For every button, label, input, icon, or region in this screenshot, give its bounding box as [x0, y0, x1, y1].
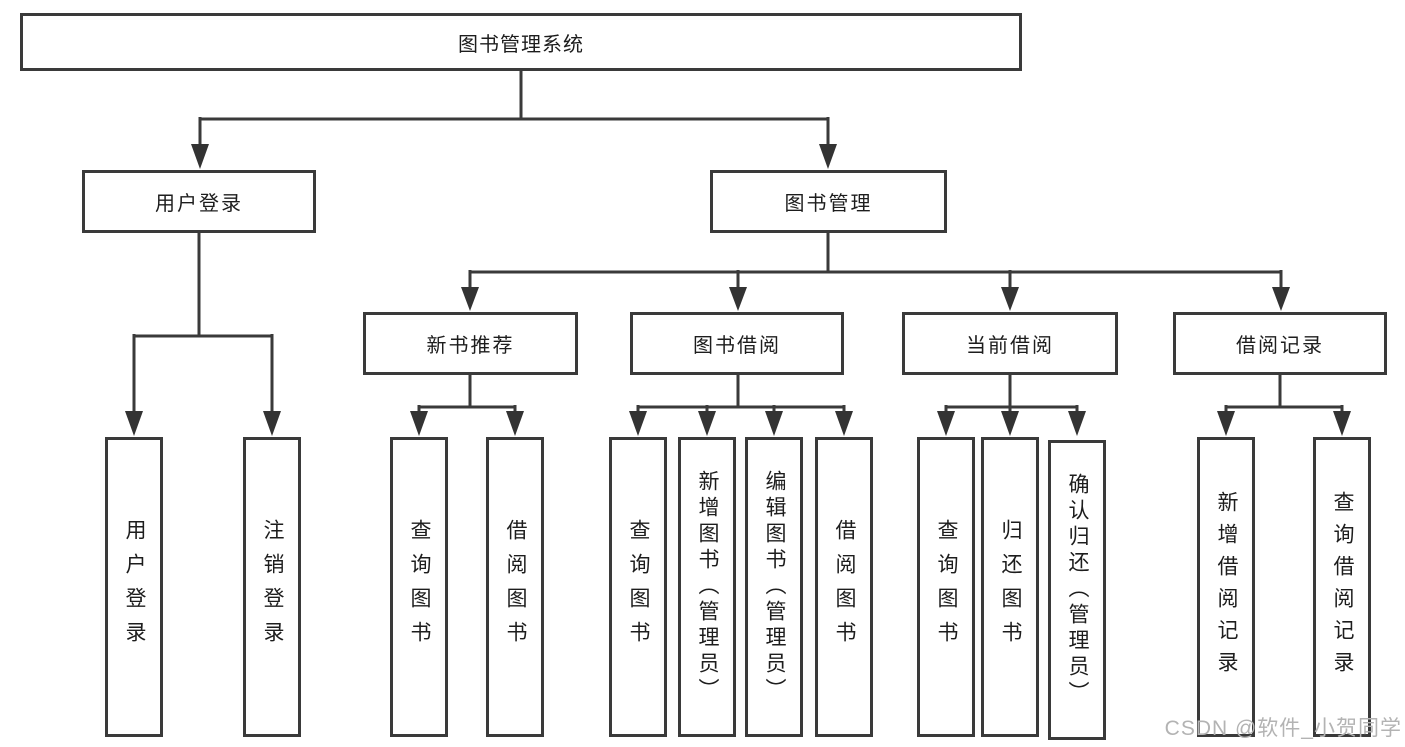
leaf-recommend-borrow-books: 借阅图书	[486, 437, 544, 737]
leaf-current-return-books-label: 归还图书	[999, 519, 1022, 655]
node-new-book-recommend-label: 新书推荐	[426, 335, 515, 357]
node-system-root: 图书管理系统	[20, 13, 1022, 71]
node-new-book-recommend: 新书推荐	[363, 312, 578, 375]
node-user-login: 用户登录	[82, 170, 316, 233]
node-book-management: 图书管理	[710, 170, 947, 233]
leaf-recommend-query-books: 查询图书	[390, 437, 448, 737]
connector-recommend-to-leaves	[410, 375, 524, 436]
leaf-records-query-record: 查询借阅记录	[1313, 437, 1371, 737]
leaf-recommend-query-books-label: 查询图书	[408, 519, 431, 655]
leaf-borrow-borrow-books: 借阅图书	[815, 437, 873, 737]
node-system-root-label: 图书管理系统	[458, 33, 584, 56]
leaf-user-login: 用户登录	[105, 437, 163, 737]
leaf-current-confirm-return-admin: 确认归还（管理员）	[1048, 440, 1106, 740]
connector-root-to-level2	[191, 70, 837, 169]
leaf-current-query-books: 查询图书	[917, 437, 975, 737]
node-current-borrow-label: 当前借阅	[966, 335, 1054, 357]
leaf-recommend-borrow-books-label: 借阅图书	[504, 519, 527, 655]
leaf-borrow-borrow-books-label: 借阅图书	[833, 519, 856, 655]
leaf-logout-login-label: 注销登录	[261, 519, 284, 655]
leaf-records-add-record: 新增借阅记录	[1197, 437, 1255, 737]
node-book-borrow: 图书借阅	[630, 312, 844, 375]
leaf-borrow-add-books-admin: 新增图书（管理员）	[678, 437, 736, 737]
node-book-management-label: 图书管理	[784, 193, 873, 215]
node-borrow-records: 借阅记录	[1173, 312, 1387, 375]
connector-user-login-to-leaves	[125, 232, 281, 436]
node-current-borrow: 当前借阅	[902, 312, 1118, 375]
connector-book-borrow-to-leaves	[629, 375, 853, 436]
leaf-records-add-record-label: 新增借阅记录	[1215, 491, 1238, 683]
leaf-borrow-edit-books-admin: 编辑图书（管理员）	[745, 437, 803, 737]
connector-current-borrow-to-leaves	[937, 375, 1086, 436]
node-borrow-records-label: 借阅记录	[1236, 335, 1324, 357]
leaf-borrow-query-books-label: 查询图书	[627, 519, 650, 655]
leaf-logout-login: 注销登录	[243, 437, 301, 737]
leaf-user-login-label: 用户登录	[123, 519, 146, 655]
leaf-current-confirm-return-admin-label: 确认归还（管理员）	[1066, 473, 1089, 707]
node-book-borrow-label: 图书借阅	[693, 335, 781, 357]
csdn-watermark: CSDN @软件_小贺同学	[1164, 717, 1402, 740]
leaf-records-query-record-label: 查询借阅记录	[1331, 491, 1354, 683]
node-user-login-label: 用户登录	[155, 193, 243, 215]
leaf-current-query-books-label: 查询图书	[935, 519, 958, 655]
connector-borrow-records-to-leaves	[1217, 375, 1351, 436]
connector-book-management-to-level3	[461, 233, 1290, 311]
leaf-borrow-add-books-admin-label: 新增图书（管理员）	[696, 470, 719, 704]
leaf-current-return-books: 归还图书	[981, 437, 1039, 737]
leaf-borrow-query-books: 查询图书	[609, 437, 667, 737]
leaf-borrow-edit-books-admin-label: 编辑图书（管理员）	[763, 470, 786, 704]
